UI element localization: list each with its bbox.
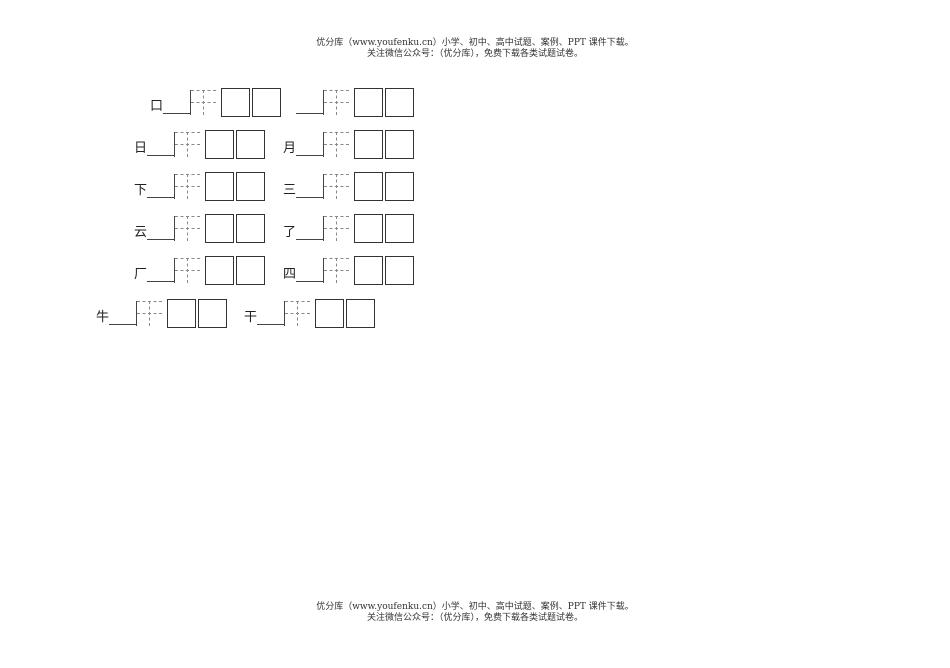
base-character: 干 (244, 310, 258, 325)
base-character: 月 (283, 141, 297, 156)
connector-line (296, 113, 323, 114)
radical-grid (174, 258, 200, 283)
connector-line (109, 324, 136, 325)
base-character: 了 (283, 225, 297, 240)
answer-box[interactable] (252, 88, 281, 117)
answer-box[interactable] (198, 299, 227, 328)
base-character: 云 (134, 225, 148, 240)
connector-line (147, 155, 174, 156)
connector-line (257, 324, 284, 325)
answer-box[interactable] (354, 214, 383, 243)
answer-box[interactable] (236, 130, 265, 159)
base-character: 口 (150, 99, 164, 114)
answer-box[interactable] (385, 256, 414, 285)
radical-grid (174, 216, 200, 241)
radical-grid (136, 301, 162, 326)
base-character: 四 (283, 267, 297, 282)
footer-line-1: 优分库（www.youfenku.cn）小学、初中、高中试题、案例、PPT 课件… (316, 602, 634, 612)
answer-box[interactable] (354, 172, 383, 201)
radical-grid (174, 174, 200, 199)
base-character: 厂 (134, 267, 148, 282)
radical-grid (284, 301, 310, 326)
connector-line (296, 155, 323, 156)
page-header: 优分库（www.youfenku.cn）小学、初中、高中试题、案例、PPT 课件… (0, 38, 950, 60)
base-character: 下 (134, 183, 148, 198)
answer-box[interactable] (221, 88, 250, 117)
answer-box[interactable] (354, 130, 383, 159)
answer-box[interactable] (354, 88, 383, 117)
answer-box[interactable] (205, 130, 234, 159)
connector-line (163, 113, 190, 114)
radical-grid (174, 132, 200, 157)
answer-box[interactable] (385, 172, 414, 201)
footer-line-2: 关注微信公众号：（优分库），免费下载各类试题试卷。 (366, 613, 583, 623)
answer-box[interactable] (346, 299, 375, 328)
radical-grid (323, 174, 349, 199)
base-character: 牛 (96, 310, 110, 325)
header-line-2: 关注微信公众号：（优分库），免费下载各类试题试卷。 (366, 49, 583, 59)
page-footer: 优分库（www.youfenku.cn）小学、初中、高中试题、案例、PPT 课件… (0, 602, 950, 624)
answer-box[interactable] (354, 256, 383, 285)
connector-line (147, 281, 174, 282)
radical-grid (323, 90, 349, 115)
answer-box[interactable] (385, 130, 414, 159)
connector-line (296, 197, 323, 198)
radical-grid (323, 216, 349, 241)
radical-grid (190, 90, 216, 115)
answer-box[interactable] (315, 299, 344, 328)
base-character: 日 (134, 141, 148, 156)
radical-grid (323, 132, 349, 157)
answer-box[interactable] (167, 299, 196, 328)
answer-box[interactable] (385, 88, 414, 117)
answer-box[interactable] (236, 256, 265, 285)
radical-grid (323, 258, 349, 283)
base-character: 三 (283, 183, 297, 198)
answer-box[interactable] (236, 214, 265, 243)
header-line-1: 优分库（www.youfenku.cn）小学、初中、高中试题、案例、PPT 课件… (316, 38, 634, 48)
connector-line (296, 281, 323, 282)
connector-line (147, 239, 174, 240)
answer-box[interactable] (236, 172, 265, 201)
connector-line (296, 239, 323, 240)
answer-box[interactable] (205, 172, 234, 201)
answer-box[interactable] (205, 256, 234, 285)
connector-line (147, 197, 174, 198)
answer-box[interactable] (205, 214, 234, 243)
answer-box[interactable] (385, 214, 414, 243)
